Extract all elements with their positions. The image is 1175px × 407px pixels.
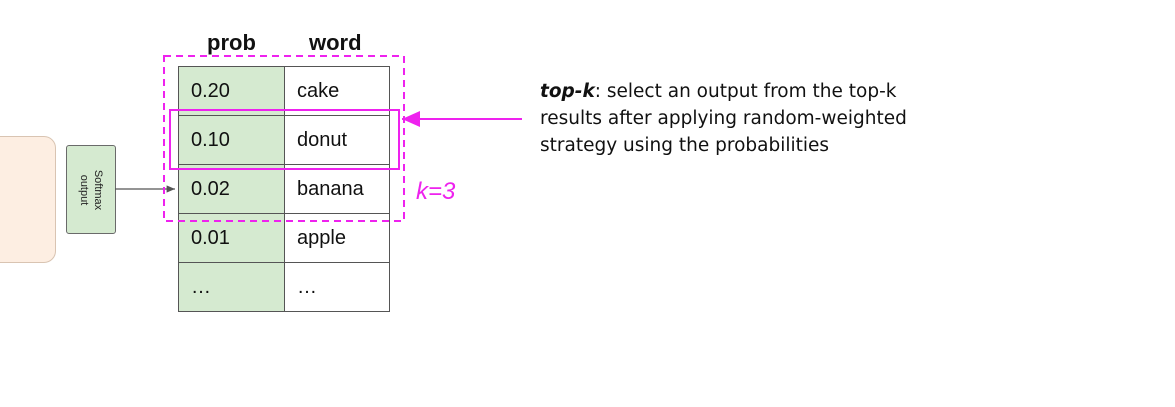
k-value-label: k=3	[416, 178, 456, 205]
word-cell: donut	[284, 115, 390, 165]
word-cell: …	[284, 262, 390, 312]
prob-cell: 0.10	[178, 115, 285, 165]
prob-cell: 0.02	[178, 164, 285, 214]
prob-cell: …	[178, 262, 285, 312]
word-cell: cake	[284, 66, 390, 116]
table-row: 0.10 donut	[178, 115, 390, 165]
top-k-explanation: : select an output from the top-k result…	[540, 81, 907, 156]
model-block	[0, 136, 56, 263]
word-cell: banana	[284, 164, 390, 214]
top-k-description: top-k: select an output from the top-k r…	[540, 78, 960, 159]
top-k-dashed-box	[163, 55, 405, 222]
table-row: 0.02 banana	[178, 164, 390, 214]
table-row: 0.20 cake	[178, 66, 390, 116]
table-row: … …	[178, 262, 390, 312]
token-probability-table: 0.20 cake 0.10 donut 0.02 banana 0.01 ap…	[178, 66, 390, 312]
selected-token-box	[169, 109, 400, 170]
word-column-header: word	[309, 30, 362, 55]
prob-cell: 0.20	[178, 66, 285, 116]
top-k-term: top-k	[540, 81, 595, 102]
prob-column-header: prob	[207, 30, 256, 55]
softmax-output-box: Softmax output	[66, 145, 116, 234]
